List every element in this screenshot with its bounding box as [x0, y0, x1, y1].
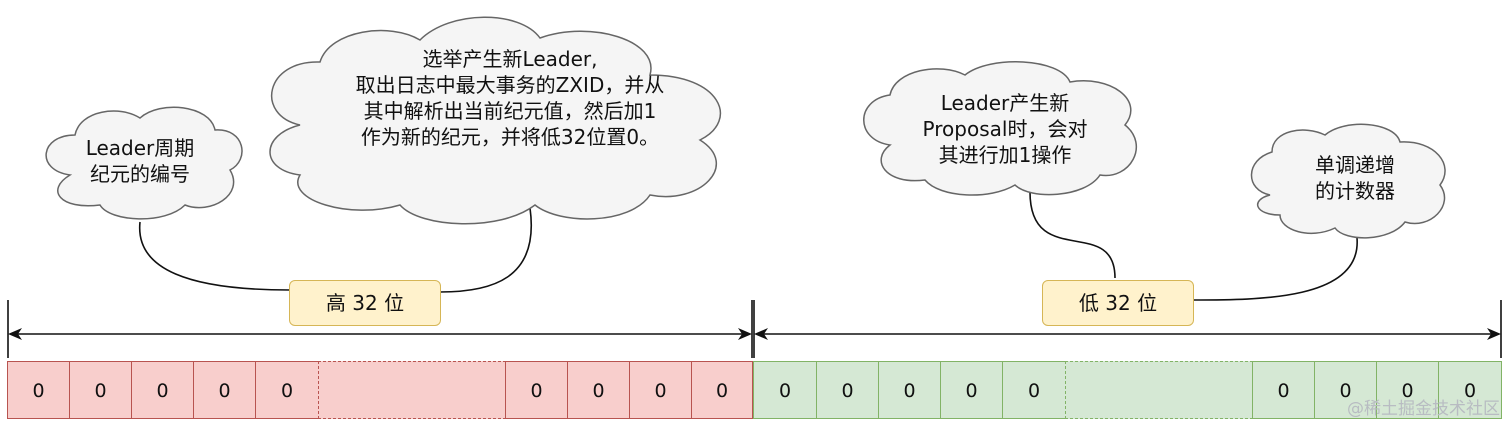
connector-leader-epoch — [138, 221, 291, 291]
cloud-line: 的计数器 — [1315, 179, 1395, 203]
high-bit-cell: 0 — [69, 361, 132, 419]
high-bit-cell: 0 — [255, 361, 319, 419]
high-bit-cell: 0 — [193, 361, 256, 419]
connector-counter — [1191, 237, 1358, 301]
high-bit-cell: 0 — [629, 361, 692, 419]
cloud-counter-text: 单调递增 的计数器 — [1275, 152, 1435, 204]
low-bit-cell: 0 — [1314, 361, 1377, 419]
low-bits-dimension-arrow — [753, 300, 1502, 358]
cloud-line: Proposal时，会对 — [922, 117, 1088, 141]
low-bit-cell: 0 — [1376, 361, 1439, 419]
high-bit-cell: 0 — [567, 361, 630, 419]
connector-elect-leader — [439, 207, 533, 293]
high-bits-ellipsis-cell — [318, 361, 506, 419]
low-bit-cell: 0 — [816, 361, 879, 419]
cloud-elect-leader-text: 选举产生新Leader, 取出日志中最大事务的ZXID，并从 其中解析出当前纪元… — [300, 46, 720, 150]
low-bit-cell: 0 — [878, 361, 941, 419]
low-bit-cell: 0 — [1438, 361, 1502, 419]
cloud-line: 单调递增 — [1315, 153, 1395, 177]
high-bit-cell: 0 — [7, 361, 70, 419]
connector-proposal — [1029, 191, 1116, 279]
low-bit-cell: 0 — [753, 361, 817, 419]
cloud-proposal-shape — [863, 61, 1137, 196]
cloud-line: 作为新的纪元，并将低32位置0。 — [360, 125, 660, 149]
high-bits-dimension-arrow — [7, 300, 753, 358]
cloud-line: 其中解析出当前纪元值，然后加1 — [363, 99, 657, 123]
cloud-line: 选举产生新Leader, — [422, 47, 598, 71]
cloud-proposal-text: Leader产生新 Proposal时，会对 其进行加1操作 — [890, 90, 1120, 168]
cloud-line: 取出日志中最大事务的ZXID，并从 — [355, 73, 665, 97]
high-bit-cell: 0 — [691, 361, 753, 419]
low-bit-cell: 0 — [1002, 361, 1066, 419]
cloud-line: 纪元的编号 — [90, 162, 190, 186]
cloud-leader-epoch-shape — [45, 106, 243, 220]
high-bit-cell: 0 — [131, 361, 194, 419]
cloud-leader-epoch-text: Leader周期 纪元的编号 — [60, 135, 220, 187]
cloud-line: 其进行加1操作 — [938, 143, 1072, 167]
cloud-line: Leader产生新 — [940, 91, 1070, 115]
low-bit-cell: 0 — [1252, 361, 1315, 419]
watermark: @稀土掘金技术社区 — [1347, 399, 1500, 419]
low-32-bits-label: 低 32 位 — [1042, 280, 1194, 326]
high-bit-cell: 0 — [505, 361, 568, 419]
cloud-elect-leader-shape — [269, 16, 721, 225]
cloud-line: Leader周期 — [85, 136, 195, 160]
high-32-bits-label: 高 32 位 — [289, 280, 441, 326]
low-bits-ellipsis-cell — [1065, 361, 1253, 419]
cloud-counter-shape — [1250, 123, 1446, 239]
low-bit-cell: 0 — [940, 361, 1003, 419]
